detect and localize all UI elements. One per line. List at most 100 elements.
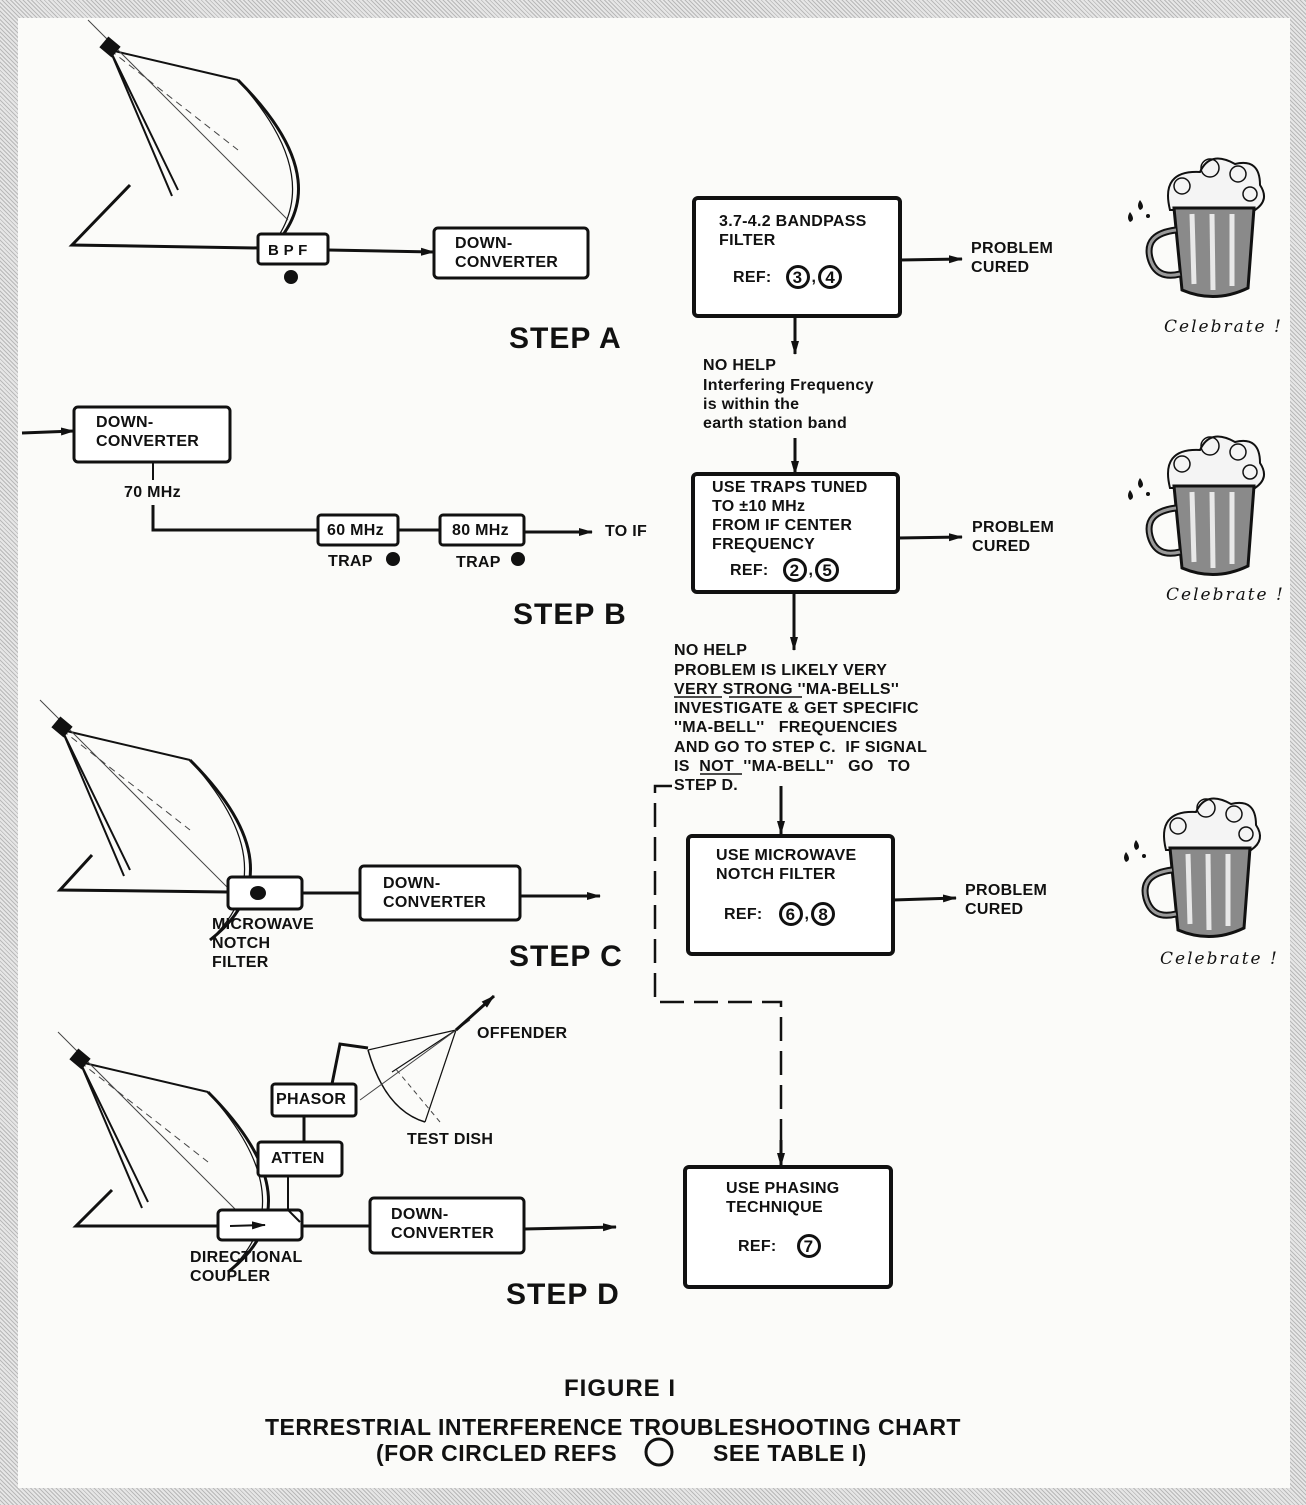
box2-line2: TO ±10 MHz xyxy=(712,498,806,515)
box1-line2: FILTER xyxy=(719,232,776,249)
step-a-graphics xyxy=(68,18,590,284)
box3-line1: USE MICROWAVE xyxy=(716,847,857,864)
no-help-2-line6: AND GO TO STEP C. IF SIGNAL xyxy=(674,739,928,756)
bpf-label: B P F xyxy=(268,242,308,259)
step-c-downconverter-line2: CONVERTER xyxy=(383,894,487,911)
phasor-label: PHASOR xyxy=(276,1091,347,1108)
no-help-2-line2: PROBLEM IS LIKELY VERY xyxy=(674,662,888,679)
no-help-2-line7: IS NOT ''MA-BELL'' GO TO xyxy=(674,757,910,776)
box4-line2: TECHNIQUE xyxy=(726,1199,823,1216)
step-a-downconverter-line2: CONVERTER xyxy=(455,254,559,271)
notch-filter-caption-line1: MICROWAVE xyxy=(212,916,314,933)
box4-line1: USE PHASING xyxy=(726,1180,840,1197)
test-dish-label: TEST DISH xyxy=(407,1131,494,1148)
figure-title: FIGURE I xyxy=(564,1375,677,1402)
no-help-2-very: VERY xyxy=(674,681,718,698)
circle-ref-symbol xyxy=(644,1437,674,1467)
no-help-1-line2: Interfering Frequency xyxy=(703,377,874,394)
no-help-2-line5: ''MA-BELL'' FREQUENCIES xyxy=(674,719,898,736)
no-help-1-line4: earth station band xyxy=(703,415,848,432)
if-frequency-label: 70 MHz xyxy=(124,484,181,501)
box2-ref-label: REF: xyxy=(730,561,769,579)
box4-ref-label: REF: xyxy=(738,1237,777,1255)
step-a-downconverter-box xyxy=(432,226,590,280)
to-if-label: TO IF xyxy=(605,523,648,540)
box4-ref-row: REF: 7 xyxy=(738,1234,821,1258)
step-d-label: STEP D xyxy=(506,1278,620,1311)
ref-3-badge: 3 xyxy=(785,265,810,289)
satellite-dish-icon xyxy=(38,698,252,942)
no-help-2-strong: STRONG xyxy=(722,681,793,698)
atten-box xyxy=(256,1140,344,1178)
box3-ref-row: REF: 6 , 8 xyxy=(724,902,836,926)
ref-8-badge: 8 xyxy=(811,902,836,926)
no-help-2-line1: NO HELP xyxy=(674,642,748,659)
box2-ref-row: REF: 2 , 5 xyxy=(730,558,840,582)
no-help-2-line3: VERY STRONG ''MA-BELLS'' xyxy=(674,680,899,699)
cured-1-line1: PROBLEM xyxy=(971,240,1054,257)
celebrate-2: Celebrate ! xyxy=(1166,585,1285,605)
celebrate-3: Celebrate ! xyxy=(1160,949,1279,969)
bpf-box xyxy=(256,232,330,266)
cured-2-line1: PROBLEM xyxy=(972,519,1055,536)
cured-1-line2: CURED xyxy=(971,259,1030,276)
step-c-graphics xyxy=(38,698,601,942)
coupler-caption-line1: DIRECTIONAL xyxy=(190,1249,303,1266)
trap-1-caption: TRAP xyxy=(328,553,373,570)
step-a-label: STEP A xyxy=(509,322,622,355)
step-b-downconverter-line1: DOWN- xyxy=(96,414,154,431)
no-help-1-line3: is within the xyxy=(703,396,800,413)
step-d-downconverter-line2: CONVERTER xyxy=(391,1225,495,1242)
trap-80-box xyxy=(438,513,526,547)
no-help-1-line1: NO HELP xyxy=(703,357,777,374)
trap-2-caption: TRAP xyxy=(456,554,501,571)
box1-ref-row: REF: 3 , 4 xyxy=(733,265,843,289)
phasing-box xyxy=(683,1165,893,1289)
box1-ref-label: REF: xyxy=(733,268,772,286)
phasor-box xyxy=(270,1082,358,1118)
bandpass-filter-box xyxy=(692,196,902,318)
box3-line2: NOTCH FILTER xyxy=(716,866,836,883)
coupler-caption-line2: COUPLER xyxy=(190,1268,271,1285)
trap-60-label: 60 MHz xyxy=(327,522,384,539)
step-d-downconverter-line1: DOWN- xyxy=(391,1206,449,1223)
flow-graphics xyxy=(653,196,963,1289)
cured-3-line1: PROBLEM xyxy=(965,882,1048,899)
step-b-downconverter-line2: CONVERTER xyxy=(96,433,200,450)
beer-mug-icon xyxy=(1128,437,1264,575)
box3-ref-label: REF: xyxy=(724,905,763,923)
cured-3-line2: CURED xyxy=(965,901,1024,918)
step-c-downconverter-line1: DOWN- xyxy=(383,875,441,892)
offender-label: OFFENDER xyxy=(477,1025,568,1042)
trap-80-label: 80 MHz xyxy=(452,522,509,539)
no-help-2-line8: STEP D. xyxy=(674,777,739,794)
no-help-2-is: IS xyxy=(674,758,690,775)
figure-caption-line2-post: SEE TABLE I) xyxy=(713,1440,867,1466)
no-help-2-not: NOT xyxy=(699,758,734,775)
step-d-downconverter-box xyxy=(368,1196,526,1255)
beer-mug-icon xyxy=(1128,159,1264,297)
step-b-label: STEP B xyxy=(513,598,627,631)
atten-label: ATTEN xyxy=(271,1150,325,1167)
step-c-label: STEP C xyxy=(509,940,623,973)
notch-filter-caption-line2: NOTCH xyxy=(212,935,271,952)
no-help-2-mabells: ''MA-BELLS'' xyxy=(797,681,900,698)
step-a-downconverter-line1: DOWN- xyxy=(455,235,513,252)
ref-7-badge: 7 xyxy=(796,1234,821,1258)
notch-filter-caption-line3: FILTER xyxy=(212,954,269,971)
box2-line4: FREQUENCY xyxy=(712,536,816,553)
step-b-graphics xyxy=(21,405,593,566)
ref-6-badge: 6 xyxy=(778,902,803,926)
no-help-2-goto: ''MA-BELL'' GO TO xyxy=(743,758,911,775)
step-c-downconverter-box xyxy=(358,864,522,922)
chart-sheet xyxy=(18,18,1290,1488)
ref-2-badge: 2 xyxy=(782,558,807,582)
box1-line1: 3.7-4.2 BANDPASS xyxy=(719,213,867,230)
figure-caption-line2-pre: (FOR CIRCLED REFS xyxy=(376,1440,618,1466)
cured-2-line2: CURED xyxy=(972,538,1031,555)
step-d-graphics xyxy=(56,994,617,1274)
figure-caption-line1: TERRESTRIAL INTERFERENCE TROUBLESHOOTING… xyxy=(265,1414,961,1440)
ref-5-badge: 5 xyxy=(815,558,840,582)
beer-mug-icon xyxy=(1124,799,1260,937)
